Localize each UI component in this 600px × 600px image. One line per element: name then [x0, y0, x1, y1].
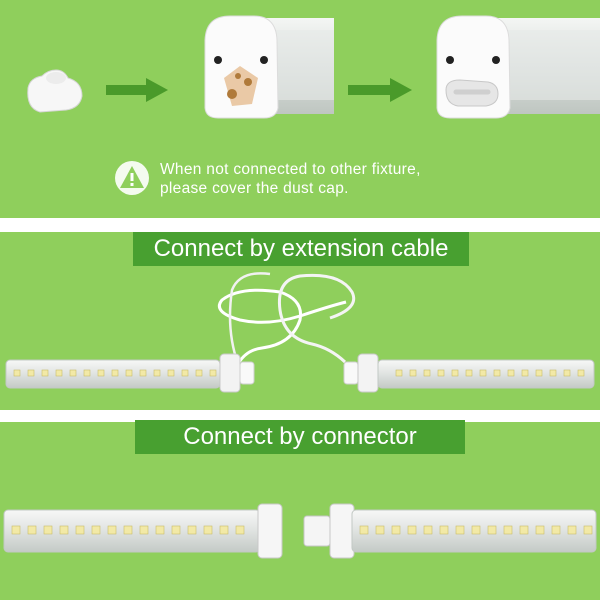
led-chip [155, 525, 165, 535]
fixture-end-open-icon [204, 15, 334, 119]
warning-icon [115, 161, 149, 195]
led-chip [27, 369, 35, 377]
fixture-end-capped-icon [436, 15, 600, 119]
led-chip [11, 525, 21, 535]
led-chip [55, 369, 63, 377]
led-chip [563, 369, 571, 377]
led-chip [235, 525, 245, 535]
led-chip [583, 525, 593, 535]
dust-cap-icon [27, 69, 83, 113]
led-chip [91, 525, 101, 535]
led-chip [471, 525, 481, 535]
led-chip [97, 369, 105, 377]
led-chip [27, 525, 37, 535]
led-chip [465, 369, 473, 377]
led-chip [167, 369, 175, 377]
notice-line-2: please cover the dust cap. [160, 180, 349, 197]
led-chip [139, 525, 149, 535]
led-chip [519, 525, 529, 535]
led-chip [75, 525, 85, 535]
led-chip [171, 525, 181, 535]
led-chip [187, 525, 197, 535]
connector-banner: Connect by connector [135, 420, 465, 454]
led-chip [423, 369, 431, 377]
led-chip [111, 369, 119, 377]
extension-cable-icon [217, 272, 356, 365]
led-chip [219, 525, 229, 535]
led-tube-right [343, 353, 595, 393]
led-chip [13, 369, 21, 377]
led-chip [437, 369, 445, 377]
led-chip [41, 369, 49, 377]
notice-line-1: When not connected to other fixture, [160, 161, 421, 178]
led-chip [43, 525, 53, 535]
led-chip [549, 369, 557, 377]
led-chip [423, 525, 433, 535]
arrow-right-icon [106, 78, 168, 102]
led-chip [567, 525, 577, 535]
led-tube-left [5, 353, 255, 393]
led-chip [153, 369, 161, 377]
led-chip [577, 369, 585, 377]
led-chip [181, 369, 189, 377]
led-chip [521, 369, 529, 377]
led-chip [125, 369, 133, 377]
led-chip [107, 525, 117, 535]
led-chip [439, 525, 449, 535]
arrow-right-icon [348, 78, 412, 102]
led-chip [455, 525, 465, 535]
led-chip [195, 369, 203, 377]
led-chip [479, 369, 487, 377]
led-tube-right-connector [351, 509, 597, 553]
led-chip [359, 525, 369, 535]
extension-cable-banner: Connect by extension cable [133, 232, 469, 266]
led-chip [535, 525, 545, 535]
led-chip [551, 525, 561, 535]
dust-cap-notice: When not connected to other fixture, ple… [160, 160, 421, 198]
led-chip [203, 525, 213, 535]
led-chip [83, 369, 91, 377]
led-chip [123, 525, 133, 535]
led-chip [503, 525, 513, 535]
led-chip [391, 525, 401, 535]
led-chip [451, 369, 459, 377]
led-chip [535, 369, 543, 377]
led-chip [139, 369, 147, 377]
led-chip [375, 525, 385, 535]
led-chip [69, 369, 77, 377]
led-chip [59, 525, 69, 535]
led-chip [407, 525, 417, 535]
led-chip [493, 369, 501, 377]
led-chip [507, 369, 515, 377]
led-chip [487, 525, 497, 535]
connector-plug-icon [303, 503, 355, 559]
led-chip [209, 369, 217, 377]
led-chip [409, 369, 417, 377]
led-chip [395, 369, 403, 377]
led-tube-left-connector [3, 503, 283, 559]
